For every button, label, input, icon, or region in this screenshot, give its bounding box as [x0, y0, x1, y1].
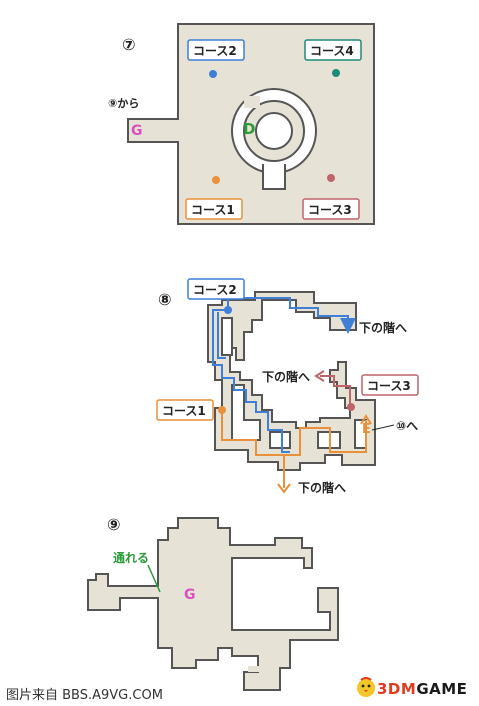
map-8-course1-arrow-up [360, 414, 372, 425]
map-8-course1-route-b [284, 420, 367, 456]
map-9-passable-leader [147, 564, 161, 593]
map-8-e-mark: E [362, 422, 371, 437]
map-8-down-label-3: 下の階へ [298, 480, 346, 495]
map-8-course2-box [187, 278, 245, 300]
map-7-course3-box [302, 198, 360, 220]
map-8-course3-dot [347, 403, 355, 411]
map-8-course1-dot [218, 406, 226, 414]
map-7-course1-label: コース1 [191, 203, 235, 217]
map-9-number: ⑨ [107, 515, 121, 534]
map-7-course3-dot [327, 174, 335, 182]
map-7-number: ⑦ [122, 35, 136, 54]
map-8-hole-1 [221, 317, 233, 356]
map-8-course1-arrow-down [277, 483, 291, 494]
map-8-course2-route-b [217, 312, 226, 359]
map-8-down-label-2: 下の階へ [262, 369, 310, 384]
map-8-to10-leader [371, 424, 395, 431]
map-7: ⑦ D G ⑨から コース2 コース4 コース1 コース3 [108, 23, 375, 225]
map-8-course2-route [212, 309, 290, 453]
map-9-inner-gap [248, 666, 262, 672]
map-7-course2-label: コース2 [193, 44, 237, 58]
map-8-course1-route [221, 410, 285, 488]
map-8-to10-label: ⑩へ [396, 419, 418, 433]
source-footer: 图片来自 BBS.A9VG.COM [6, 688, 163, 703]
brand-logo: 3DMGAME [355, 676, 473, 702]
brand-prefix: 3DM [377, 680, 417, 698]
map-7-course4-dot [332, 69, 340, 77]
map-8-course1-label: コース1 [162, 404, 206, 418]
map-7-course1-box [185, 198, 243, 220]
map-8-course2-label: コース2 [193, 283, 237, 297]
map-8-course2-dot [224, 306, 232, 314]
map-8-course1-box [156, 399, 214, 421]
brand-text: 3DMGAME [377, 680, 467, 698]
map-8-down-label-1: 下の階へ [359, 320, 407, 335]
map-9-cave [87, 517, 339, 691]
map-8-hole-3 [269, 431, 291, 449]
map-8-course3-box [361, 374, 419, 396]
map-9: ⑨ G 通れる [87, 515, 339, 691]
map-7-course4-box [304, 39, 362, 61]
chick-mascot-icon [357, 677, 375, 697]
map-7-ring-gap [244, 96, 260, 108]
map-9-passable-label: 通れる [113, 550, 149, 565]
map-7-d-mark: D [243, 120, 255, 138]
map-8-course3-label: コース3 [367, 379, 411, 393]
brand-suffix: GAME [416, 680, 468, 698]
map-7-course2-box [187, 39, 245, 61]
map-7-from-label: ⑨から [108, 97, 139, 110]
map-7-course4-label: コース4 [310, 44, 354, 58]
map-7-course1-dot [212, 176, 220, 184]
map-9-g-mark: G [184, 587, 196, 603]
map-8-course3-arrow [314, 370, 325, 382]
map-7-course3-label: コース3 [308, 203, 352, 217]
map-8-course3-route [320, 375, 351, 406]
map-7-ring-core [255, 112, 293, 150]
map-7-course2-dot [209, 70, 217, 78]
map-8-number: ⑧ [158, 290, 172, 309]
map-8: ⑧ コース2 コース1 コース3 下の階へ 下の階へ 下の階へ [156, 278, 419, 495]
map-7-g-mark: G [131, 123, 143, 139]
